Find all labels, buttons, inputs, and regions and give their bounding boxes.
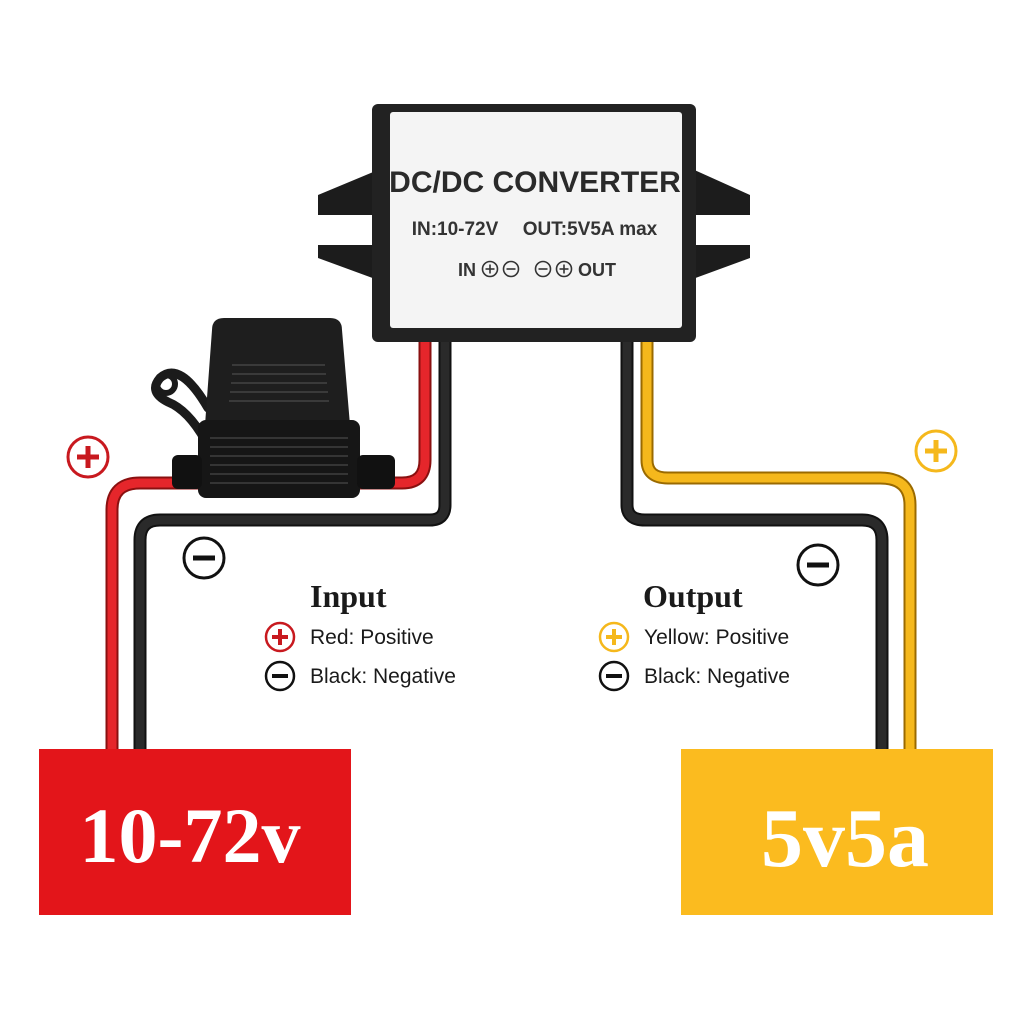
converter-in-negative-icon [502,260,520,278]
output-negative-marker-icon [796,543,840,587]
load-output-box [681,749,993,915]
converter-in-label: IN [458,260,476,280]
converter-title: DC/DC CONVERTER [389,166,681,199]
input-legend-negative-icon [264,660,296,692]
output-positive-marker-icon [914,429,958,473]
input-legend-positive-text: Red: Positive [310,626,434,649]
converter-out-label: OUT [578,260,616,280]
output-legend-positive-icon [598,621,630,653]
output-negative-wire [620,335,889,755]
inline-fuse-holder [151,318,395,498]
input-positive-marker-icon [66,435,110,479]
converter-out-positive-icon [555,260,573,278]
output-legend-negative-text: Black: Negative [644,665,790,688]
load-output-label: 5v5a [761,792,929,885]
input-legend-heading: Input [310,578,387,614]
output-legend-positive-text: Yellow: Positive [644,626,789,649]
output-positive-wire [640,335,917,755]
input-negative-marker-icon [182,536,226,580]
input-legend-negative-text: Black: Negative [310,665,456,688]
output-legend-heading: Output [643,578,743,614]
output-legend-negative-icon [598,660,630,692]
input-legend-positive-icon [264,621,296,653]
source-voltage-label: 10-72v [80,792,301,879]
converter-input-spec: IN:10-72V [412,219,499,240]
converter-out-negative-icon [534,260,552,278]
source-voltage-box [39,749,351,915]
converter-output-spec: OUT:5V5A max [523,219,658,240]
converter-in-positive-icon [481,260,499,278]
dc-dc-converter [310,104,758,342]
